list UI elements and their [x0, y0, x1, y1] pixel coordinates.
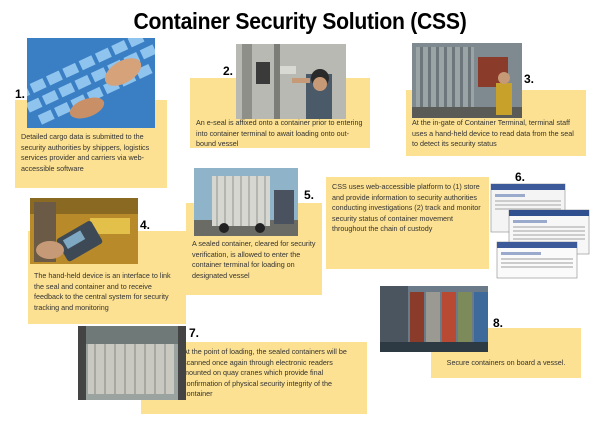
step-3-number: 3. — [524, 72, 535, 86]
step-2-number: 2. — [223, 64, 234, 78]
step-6-number: 6. — [515, 170, 526, 184]
step-8-number: 8. — [493, 316, 504, 330]
step-4-number: 4. — [140, 218, 151, 232]
step-3-photo-terminal-gate — [412, 43, 522, 118]
step-6-photo-web-platform-screens — [489, 170, 593, 282]
step-5-photo-truck-container — [194, 168, 298, 236]
step-8-photo-vessel — [380, 286, 488, 352]
step-5-number: 5. — [304, 188, 315, 202]
step-7-photo-quay-crane — [78, 326, 186, 400]
step-4-photo-handheld-device — [30, 198, 138, 264]
step-7-number: 7. — [189, 326, 200, 340]
step-2-photo-eseal — [236, 44, 346, 119]
step-6-caption: CSS uses web-accessible platform to (1) … — [326, 177, 490, 269]
page-title: Container Security Solution (CSS) — [133, 8, 467, 34]
step-1-photo-keyboard — [27, 38, 155, 128]
step-1-number: 1. — [15, 87, 26, 101]
